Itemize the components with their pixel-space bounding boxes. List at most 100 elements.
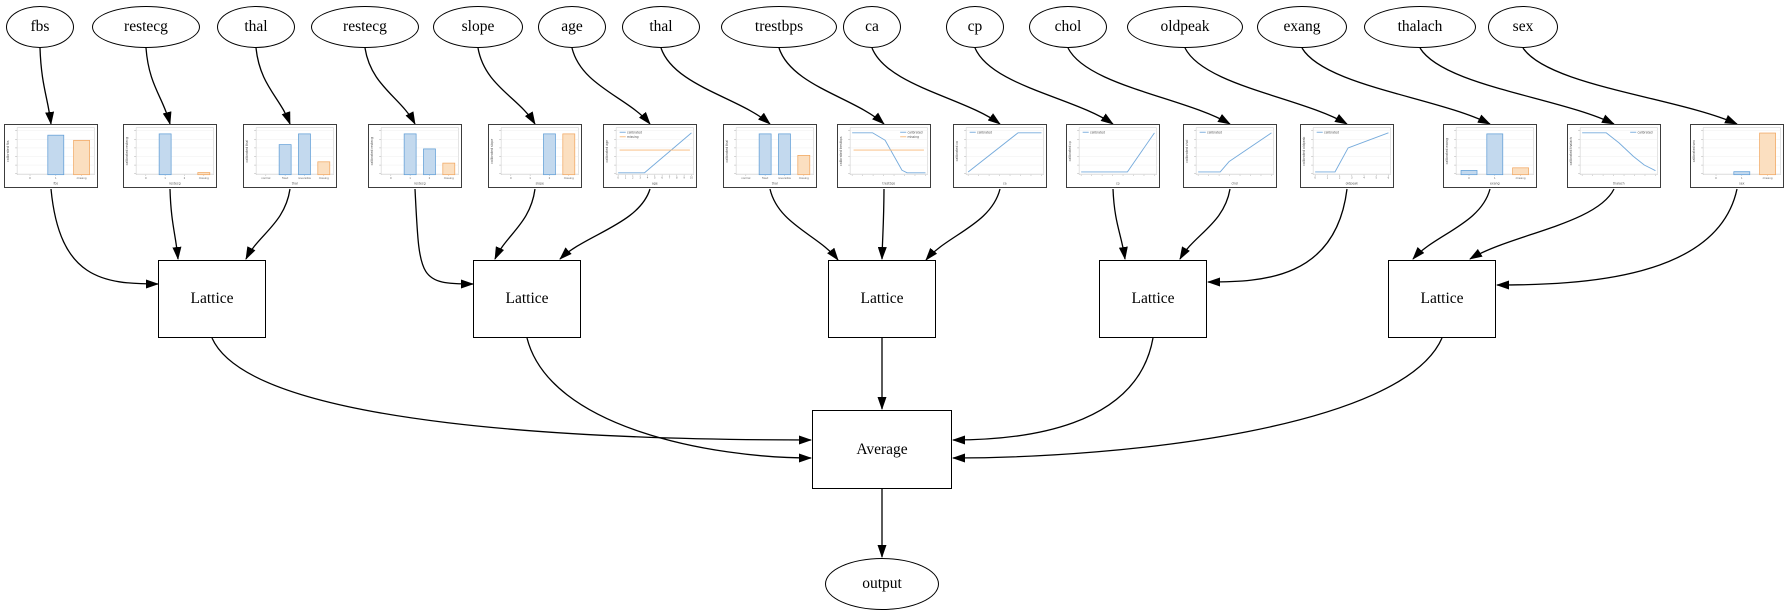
chart-y-axis-label: calibrated age [605,140,609,163]
chart-y-axis-label: calibrated restecg [125,137,129,165]
lattice-node-2: Lattice [473,260,581,338]
feature-label: thal [244,18,268,35]
legend-entry-missing: missing [627,135,639,139]
chart-x-tick-label: 6 [661,177,663,180]
bar-thal-missing [317,161,331,176]
chart-x-axis-label: thal [292,181,298,185]
chart-x-tick-label: 0 [390,176,392,180]
chart-x-tick-label: fixed [762,176,769,180]
legend-entry-calibrated: calibrated [977,130,992,134]
chart-y-axis-label: calibrated thalach [1569,137,1573,165]
chart-x-tick-label: missing [77,176,87,180]
chart-x-tick-label: missing [564,176,574,180]
bar-restecg-1 [403,133,417,176]
chart-x-tick-label: missing [199,176,209,180]
chart-x-tick-label: 5 [654,177,656,180]
bar-thal-fixed [758,133,772,176]
edge-feature-chart-0 [39,47,55,125]
edge-chart-lattice-9 [1112,188,1128,260]
chart-x-axis-label: chol [1232,181,1239,185]
chart-x-tick-label: 10 [690,177,694,180]
bar-fbs-1 [47,134,65,176]
calibration-line-calibrated [618,132,692,174]
lattice-node-4: Lattice [1099,260,1207,338]
legend-entry-calibrated: calibrated [1090,130,1105,134]
bar-restecg-2 [423,148,436,176]
chart-x-axis-label: oldpeak [1346,181,1359,185]
chart-x-tick-label: 1 [529,176,531,180]
edge-chart-lattice-4 [494,188,536,260]
feature-node-exang-12: exang [1257,6,1347,48]
feature-label: restecg [343,18,387,35]
chart-x-tick-label: reversible [298,176,311,180]
chart-x-tick-label: 0 [29,176,31,180]
chart-x-axis-label: thalach [1613,181,1625,185]
chart-x-tick-label: 3 [1351,177,1353,180]
chart-x-tick-label: 4 [647,177,649,180]
edge-chart-lattice-6 [769,188,839,261]
chart-x-axis-label: sex [1739,181,1744,185]
edge-lattice-average-1 [526,337,812,463]
feature-node-chol-10: chol [1029,6,1107,48]
bar-exang-0 [1460,170,1478,176]
edge-feature-chart-3 [364,47,416,125]
feature-label: chol [1054,18,1082,35]
edge-feature-chart-10 [1067,47,1231,125]
edge-chart-lattice-8 [925,188,1001,261]
average-node: Average [812,410,952,489]
edge-feature-chart-11 [1184,47,1348,125]
chart-x-tick-label: 5 [1375,177,1377,180]
chart-y-axis-label: calibrated slope [490,139,494,164]
bar-restecg-1 [158,133,172,176]
chart-x-tick-label: 3 [639,177,641,180]
edge-feature-chart-2 [255,47,291,125]
feature-label: trestbps [754,18,804,35]
legend-entry-calibrated: calibrated [1324,130,1339,134]
bar-thal-reversible [778,133,791,176]
chart-x-axis-label: cp [1116,181,1120,185]
chart-x-axis-label: ca [1003,181,1007,185]
feature-label: thal [649,18,673,35]
chart-x-tick-label: 1 [1494,176,1496,180]
bar-slope-missing [562,133,576,176]
feature-label: exang [1283,18,1321,35]
chart-x-tick-label: 0 [510,176,512,180]
chart-x-tick-label: 0 [1468,176,1470,180]
edge-chart-lattice-3 [414,188,474,289]
chart-x-axis-label: age [652,181,658,185]
edge-chart-lattice-12 [1412,188,1491,260]
chart-x-tick-label: 2 [632,177,634,180]
edge-feature-chart-6 [660,47,771,125]
edge-chart-lattice-1 [169,188,182,260]
chart-x-tick-label: 0 [1715,176,1717,180]
chart-x-tick-label: missing [1516,176,1526,180]
average-label: Average [856,440,908,458]
bar-thal-fixed [278,144,292,176]
feature-node-sex-14: sex [1488,6,1558,48]
chart-x-axis-label: fbs [53,181,58,185]
bar-sex-1 [1733,171,1751,176]
legend-entry-calibrated: calibrated [907,130,922,134]
bar-thal-reversible [298,133,311,176]
edge-lattice-average-4 [952,337,1443,463]
feature-node-restecg-1: restecg [92,6,200,48]
edge-feature-chart-14 [1522,47,1738,125]
legend-entry-calibrated: calibrated [1207,130,1222,134]
edge-chart-lattice-13 [1469,188,1615,260]
feature-node-trestbps-7: trestbps [721,6,837,48]
bar-fbs-missing [73,139,90,176]
edge-feature-chart-4 [477,47,536,125]
output-node: output [825,558,939,610]
edge-feature-chart-1 [145,47,172,125]
edge-chart-lattice-7 [877,188,887,260]
chart-x-tick-label: 1 [55,176,57,180]
edge-feature-chart-8 [871,47,1001,125]
chart-x-tick-label: missing [319,176,329,180]
